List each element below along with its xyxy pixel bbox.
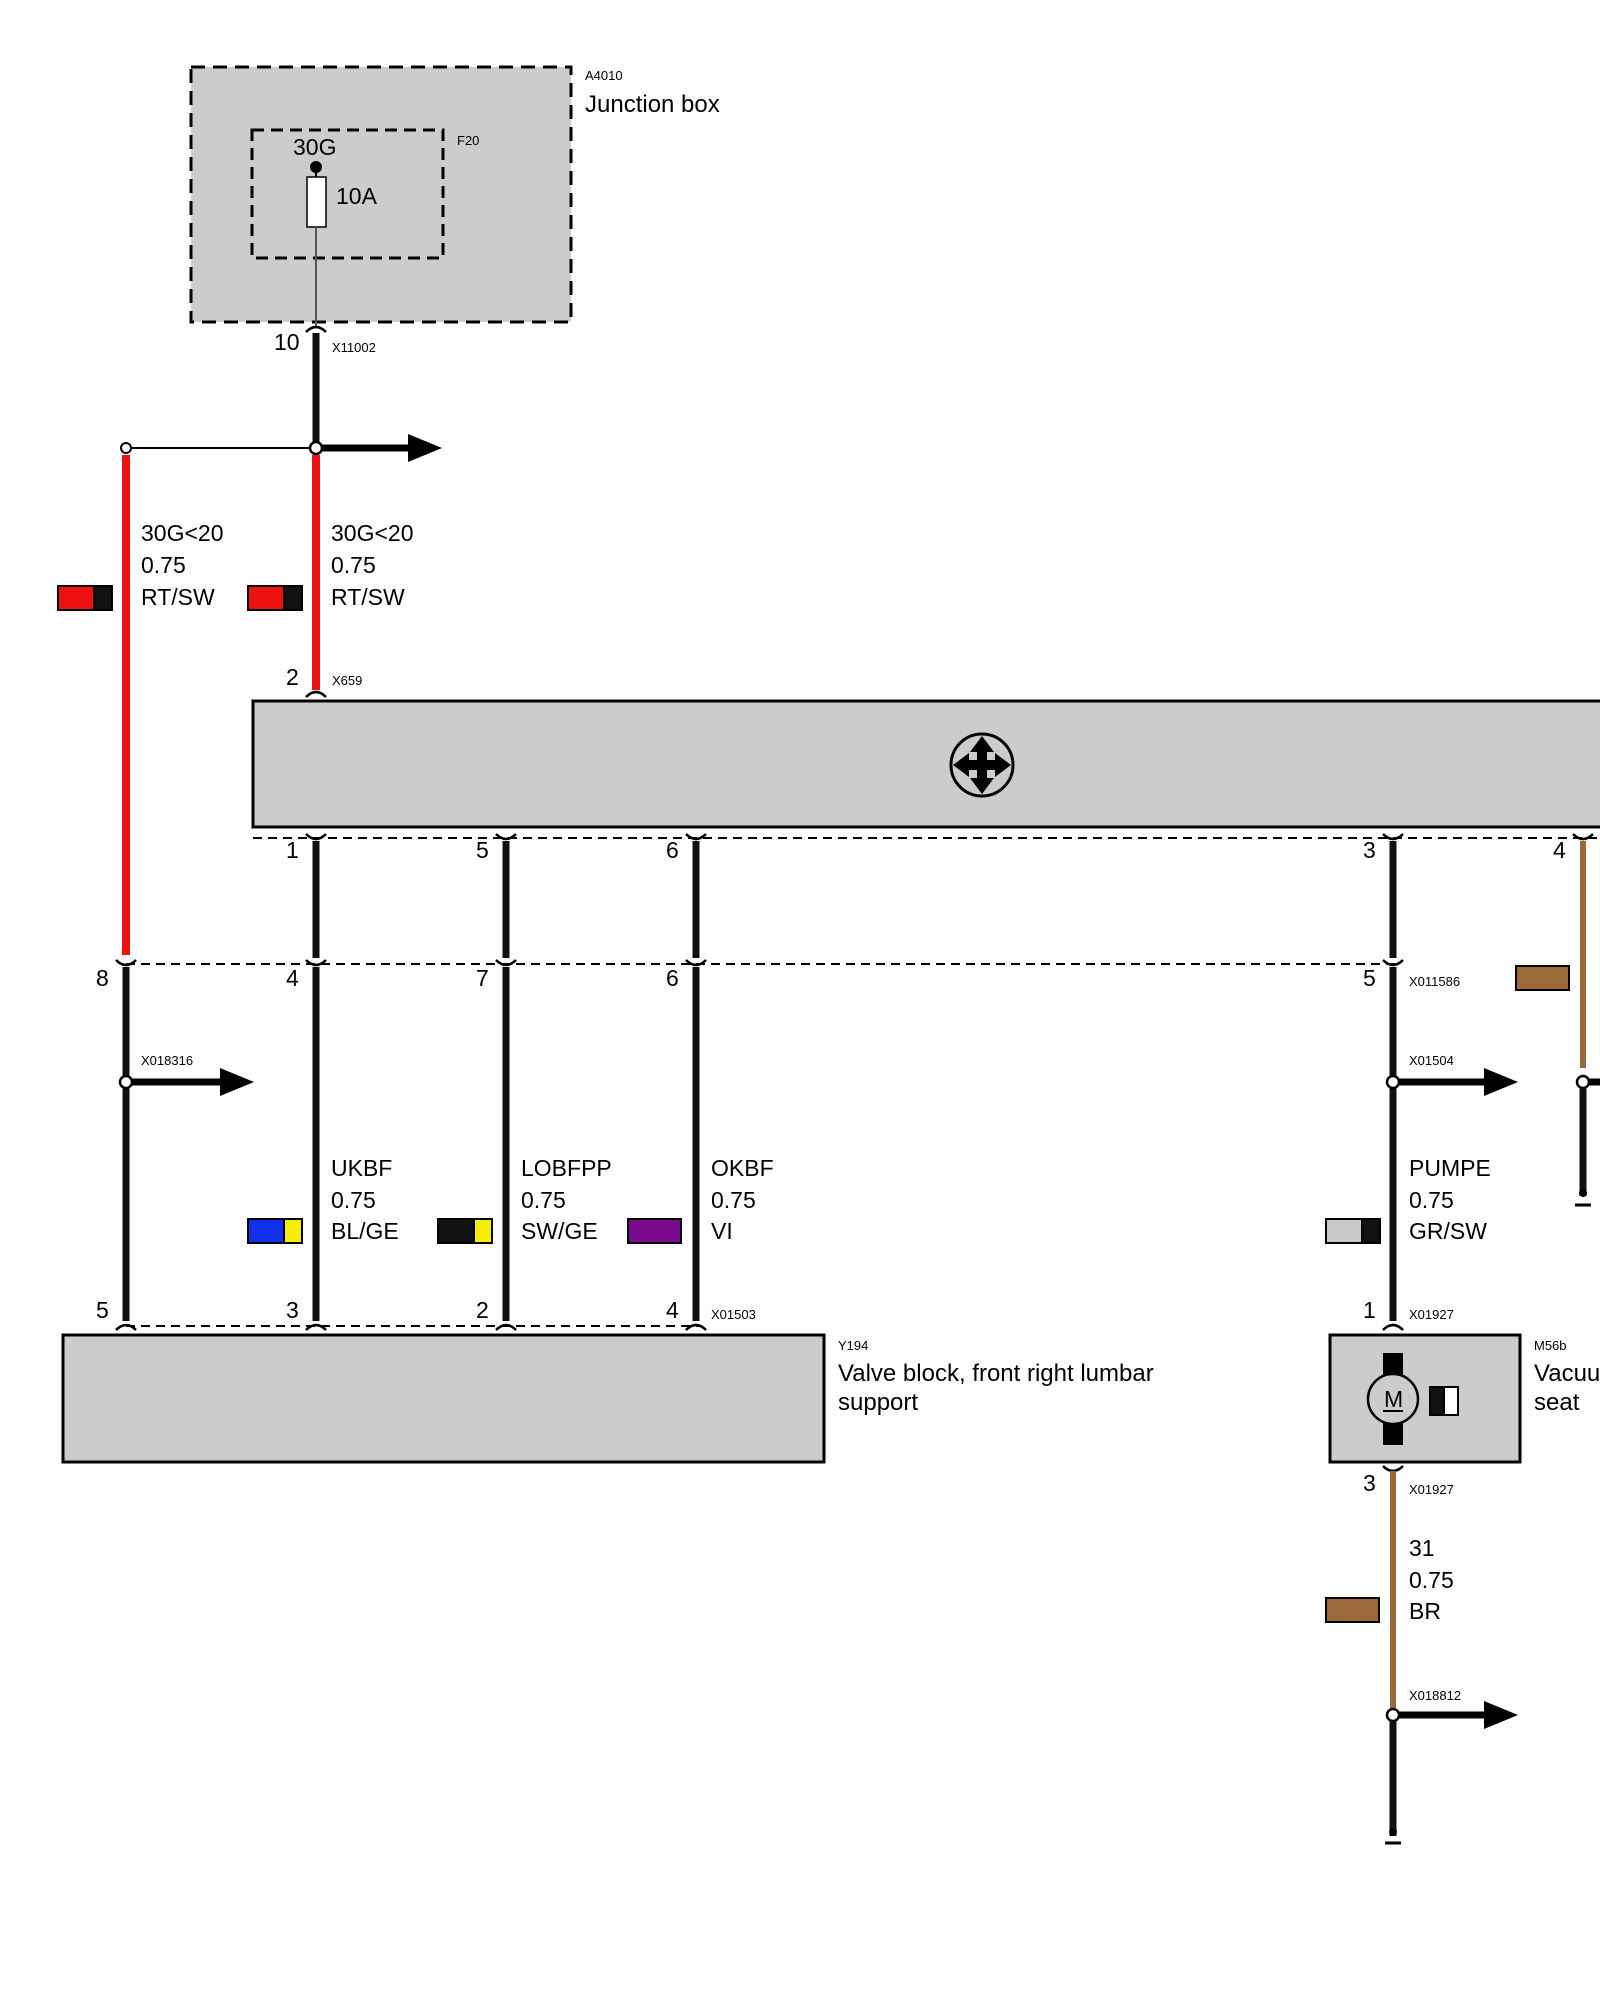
svg-text:30G<20: 30G<20 <box>141 520 224 546</box>
svg-text:4: 4 <box>666 1297 679 1323</box>
pin-pump-3: 3 <box>1363 1470 1376 1496</box>
color-swatch-pumpe <box>1325 1218 1381 1244</box>
fuse-f20: F20 30G 10A <box>250 128 479 328</box>
vacuum-pump <box>1328 1333 1522 1464</box>
svg-text:1: 1 <box>286 837 299 863</box>
connector-x01927-bottom: X01927 <box>1409 1482 1454 1497</box>
connector-x011586: X011586 <box>1409 974 1460 989</box>
separation-connector-pins: 8 4 7 6 5 <box>96 959 1404 991</box>
svg-text:6: 6 <box>666 837 679 863</box>
junction-box: A4010 Junction box <box>189 65 720 324</box>
svg-text:RT/SW: RT/SW <box>331 584 405 610</box>
color-swatch-lobfpp <box>437 1218 493 1244</box>
color-swatch-ground <box>1325 1597 1380 1623</box>
fuse-terminal-label: 30G <box>293 134 336 160</box>
svg-text:3: 3 <box>1363 837 1376 863</box>
fuse-id: F20 <box>457 133 479 148</box>
color-swatch-main-feed <box>247 585 303 611</box>
color-swatch-left-feed <box>57 585 113 611</box>
fuse-rating: 10A <box>336 183 378 209</box>
connector-x01503: X01503 <box>711 1307 756 1322</box>
connector-x11002: X11002 <box>332 340 376 355</box>
connector-x01504: X01504 <box>1409 1053 1454 1068</box>
svg-text:0.75: 0.75 <box>521 1187 566 1213</box>
connector-x01927-top: X01927 <box>1409 1307 1454 1322</box>
valve-block-pins: 5 3 2 4 <box>96 1297 707 1331</box>
svg-text:0.75: 0.75 <box>711 1187 756 1213</box>
svg-text:30G<20: 30G<20 <box>331 520 414 546</box>
wire-pumpe-label: PUMPE 0.75 GR/SW <box>1409 1155 1491 1244</box>
continuation-arrow <box>1484 1701 1518 1729</box>
svg-text:GR/SW: GR/SW <box>1409 1218 1487 1244</box>
svg-text:8: 8 <box>96 965 109 991</box>
svg-text:VI: VI <box>711 1218 733 1244</box>
svg-text:OKBF: OKBF <box>711 1155 774 1181</box>
pin-pump-1: 1 <box>1363 1297 1376 1323</box>
svg-text:LOBFPP: LOBFPP <box>521 1155 612 1181</box>
svg-text:31: 31 <box>1409 1535 1435 1561</box>
svg-text:BL/GE: BL/GE <box>331 1218 399 1244</box>
continuation-arrow <box>1484 1068 1518 1096</box>
color-swatch-ukbf <box>247 1218 303 1244</box>
wire-ground-label: 31 0.75 BR <box>1409 1535 1454 1624</box>
svg-text:0.75: 0.75 <box>331 552 376 578</box>
color-swatch-brown-right <box>1515 965 1570 991</box>
svg-text:SW/GE: SW/GE <box>521 1218 598 1244</box>
svg-text:3: 3 <box>286 1297 299 1323</box>
svg-text:4: 4 <box>286 965 299 991</box>
svg-text:5: 5 <box>476 837 489 863</box>
svg-text:5: 5 <box>1363 965 1376 991</box>
valve-block-id: Y194 <box>838 1338 868 1353</box>
seat-adjust-arrows-icon <box>949 732 1015 798</box>
svg-text:5: 5 <box>96 1297 109 1323</box>
svg-text:6: 6 <box>666 965 679 991</box>
svg-text:support: support <box>838 1389 918 1416</box>
junction-box-name: Junction box <box>585 91 720 118</box>
svg-text:0.75: 0.75 <box>1409 1567 1454 1593</box>
junction-box-id: A4010 <box>585 68 623 83</box>
wire-okbf-label: OKBF 0.75 VI <box>711 1155 774 1244</box>
continuation-arrow <box>220 1068 254 1096</box>
valve-block-name: Valve block, front right lumbar <box>838 1360 1154 1387</box>
pin-ctrl-in: 2 <box>286 664 299 690</box>
wire-main-feed-label: 30G<20 0.75 RT/SW <box>331 520 414 610</box>
svg-text:0.75: 0.75 <box>141 552 186 578</box>
connector-x018812: X018812 <box>1409 1688 1461 1703</box>
svg-text:seat: seat <box>1534 1389 1580 1416</box>
fuse-icon <box>306 176 327 228</box>
svg-text:7: 7 <box>476 965 489 991</box>
wire-left-feed-label: 30G<20 0.75 RT/SW <box>141 520 224 610</box>
svg-text:BR: BR <box>1409 1598 1441 1624</box>
svg-text:0.75: 0.75 <box>1409 1187 1454 1213</box>
svg-text:M: M <box>1384 1386 1403 1412</box>
motor-icon: M <box>1366 1353 1459 1445</box>
svg-text:PUMPE: PUMPE <box>1409 1155 1491 1181</box>
wire-ukbf-label: UKBF 0.75 BL/GE <box>331 1155 399 1244</box>
continuation-arrow <box>408 434 442 462</box>
connector-x018316: X018316 <box>141 1053 193 1068</box>
svg-text:0.75: 0.75 <box>331 1187 376 1213</box>
wire-lobfpp-label: LOBFPP 0.75 SW/GE <box>521 1155 612 1244</box>
seat-control-unit <box>251 699 1600 829</box>
svg-text:4: 4 <box>1553 837 1566 863</box>
pump-id: M56b <box>1534 1338 1567 1353</box>
svg-text:2: 2 <box>476 1297 489 1323</box>
ctrl-unit-pins: 1 5 6 3 4 <box>286 833 1594 863</box>
pin-jb-out: 10 <box>274 329 300 355</box>
svg-text:RT/SW: RT/SW <box>141 584 215 610</box>
color-swatch-okbf <box>627 1218 682 1244</box>
pump-name: Vacuu <box>1534 1360 1600 1387</box>
svg-text:UKBF: UKBF <box>331 1155 392 1181</box>
valve-block <box>61 1333 826 1464</box>
connector-x659: X659 <box>332 673 362 688</box>
